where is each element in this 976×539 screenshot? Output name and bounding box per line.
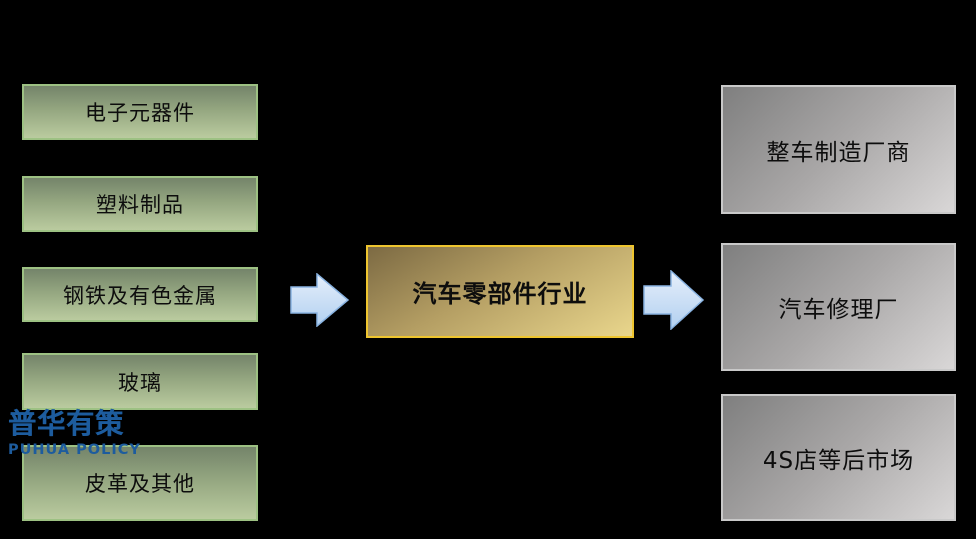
core-box-auto-parts-industry: 汽车零部件行业 (366, 245, 634, 338)
downstream-box-vehicle-manufacturers: 整车制造厂商 (721, 85, 956, 214)
upstream-box-label: 电子元器件 (85, 101, 195, 125)
puhua-policy-logo: 普华有策 PUHUA POLICY (8, 410, 141, 458)
upstream-box-label: 塑料制品 (96, 193, 184, 217)
arrow-right-icon (290, 273, 350, 327)
upstream-box-electronic-components: 电子元器件 (22, 84, 258, 140)
core-box-label: 汽车零部件行业 (412, 280, 588, 308)
upstream-box-plastic-products: 塑料制品 (22, 176, 258, 232)
upstream-box-leather-others: 皮革及其他 (22, 445, 258, 521)
upstream-box-glass: 玻璃 (22, 353, 258, 410)
downstream-box-label: 4S店等后市场 (762, 447, 915, 474)
logo-english-text: PUHUA POLICY (8, 442, 141, 458)
upstream-box-label: 皮革及其他 (85, 472, 195, 496)
upstream-box-steel-nonferrous-metals: 钢铁及有色金属 (22, 267, 258, 322)
logo-chinese-text: 普华有策 (8, 407, 125, 440)
downstream-box-label: 整车制造厂商 (766, 139, 911, 166)
upstream-box-label: 钢铁及有色金属 (63, 283, 217, 308)
downstream-box-auto-repair-shops: 汽车修理厂 (721, 243, 956, 371)
downstream-box-4s-aftermarket: 4S店等后市场 (721, 394, 956, 521)
downstream-box-label: 汽车修理厂 (778, 297, 899, 323)
arrow-right-icon (643, 270, 705, 330)
upstream-box-label: 玻璃 (118, 370, 162, 395)
